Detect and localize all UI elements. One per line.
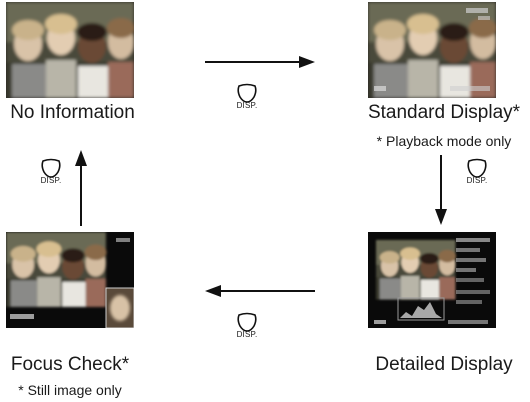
disp-button-icon [467, 158, 487, 178]
no-information-label: No Information [10, 102, 135, 123]
detailed-display-label: Detailed Display [375, 354, 513, 375]
disp-button-label: DISP. [466, 176, 488, 185]
disp-button[interactable]: DISP. [36, 158, 66, 185]
focus-check-note: * Still image only [18, 382, 122, 398]
focus-check-label: Focus Check* [10, 354, 130, 375]
disp-button-label: DISP. [40, 176, 62, 185]
no-information-thumbnail [6, 2, 134, 98]
disp-button-label: DISP. [236, 330, 258, 339]
focus-check-thumbnail [6, 232, 134, 328]
arrow-down [435, 155, 447, 225]
disp-button-icon [41, 158, 61, 178]
disp-button-label: DISP. [236, 101, 258, 110]
arrow-right [205, 56, 315, 68]
detailed-display-thumbnail [368, 232, 496, 328]
detailed-info-screen [368, 232, 496, 328]
disp-button[interactable]: DISP. [462, 158, 492, 185]
standard-display-note: * Playback mode only [376, 133, 512, 149]
disp-button-icon [237, 83, 257, 103]
focus-check-screen [6, 232, 134, 328]
disp-button-icon [237, 312, 257, 332]
arrow-left [205, 285, 315, 297]
disp-button[interactable]: DISP. [232, 83, 262, 110]
kids-photo [368, 2, 496, 98]
arrow-up [75, 150, 87, 226]
standard-display-label: Standard Display* [367, 102, 521, 123]
disp-button[interactable]: DISP. [232, 312, 262, 339]
standard-display-thumbnail [368, 2, 496, 98]
kids-photo [6, 2, 134, 98]
